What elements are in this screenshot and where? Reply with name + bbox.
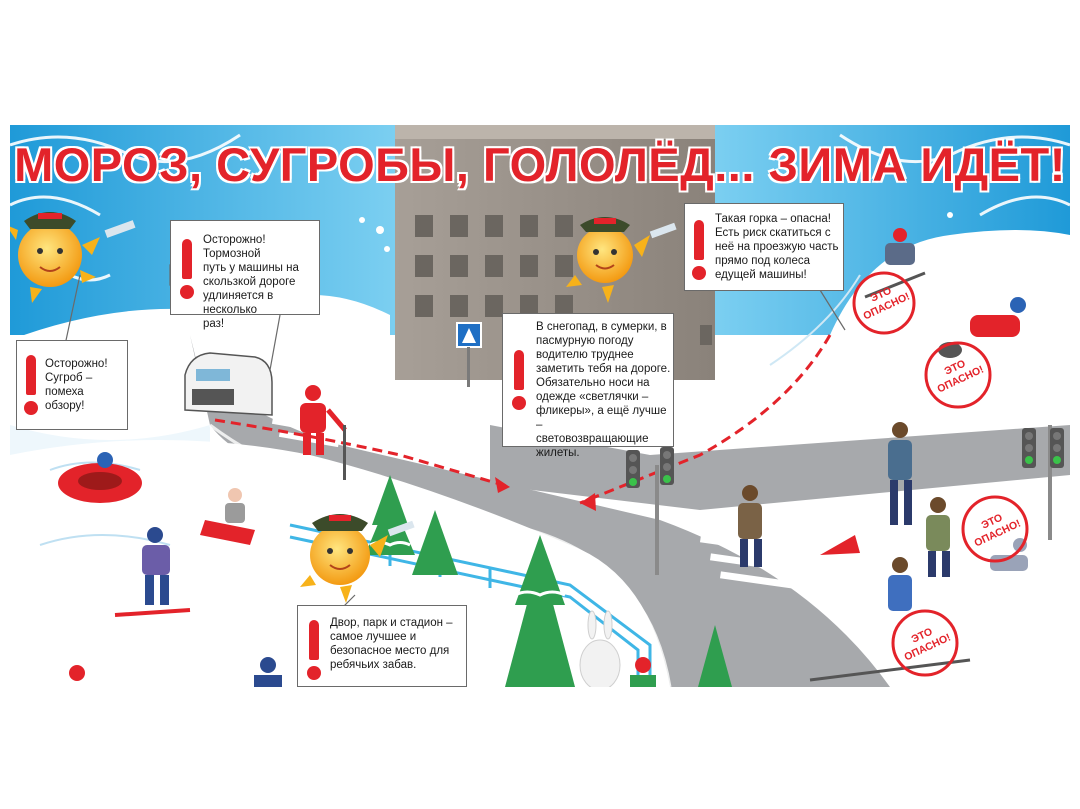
sky — [10, 125, 1070, 335]
callout-line: жилеты. — [536, 447, 580, 459]
danger-stamp-ring — [852, 271, 1029, 677]
callout-snowdrift: Осторожно! Сугроб – помеха обзору! — [16, 340, 128, 430]
callout-reflectors: В снегопад, в сумерки, в пасмурную погод… — [502, 313, 674, 459]
callout-line: прямо под колеса — [715, 255, 811, 267]
callout-line: Осторожно! — [45, 358, 108, 370]
callout-line: обзору! — [45, 400, 85, 412]
callout-line: заметить тебя на дороге. — [536, 363, 671, 375]
child-pedestrian — [300, 385, 347, 480]
callout-line: Двор, парк и стадион – — [330, 617, 453, 629]
fir-tree — [365, 475, 732, 687]
snowboarder — [114, 527, 191, 617]
callout-line: безопасное место для — [330, 645, 450, 657]
callout-dangerous-slope: Такая горка – опасна! Есть риск скатитьс… — [684, 203, 844, 291]
callout-line: водителю труднее — [536, 349, 634, 361]
callout-line: фликеры», а ещё лучше – — [536, 405, 667, 431]
callout-line: Такая горка – опасна! — [715, 213, 831, 225]
pedestrians-crossing — [738, 422, 1028, 682]
child-on-sled — [938, 297, 1026, 358]
callout-line: одежде «светлячки – — [536, 391, 649, 403]
sledging-children — [200, 488, 255, 545]
callout-line: Есть риск скатиться с — [715, 227, 831, 239]
crosswalk-sign-icon — [456, 322, 482, 387]
callout-line: раз! — [203, 318, 225, 330]
callout-safe-places: Двор, парк и стадион – самое лучшее и бе… — [297, 605, 467, 687]
sun-police-mascot-icon — [566, 217, 677, 303]
poster-scene — [10, 125, 1070, 687]
callout-line: В снегопад, в сумерки, в — [536, 321, 667, 333]
traffic-light-icon — [626, 425, 1064, 575]
sun-police-mascot-icon — [300, 514, 415, 603]
callout-line: ребячьих забав. — [330, 659, 417, 671]
callout-line: едущей машины! — [715, 269, 807, 281]
poster-title: МОРОЗ, СУГРОБЫ, ГОЛОЛЁД... ЗИМА ИДЁТ! — [14, 138, 1066, 191]
callout-line: световозвращающие — [536, 433, 649, 445]
callout-line: удлиняется в несколько — [203, 290, 274, 316]
bottom-characters — [69, 610, 656, 687]
callout-line: Обязательно носи на — [536, 377, 650, 389]
arrow-icon — [495, 477, 596, 511]
crosswalk — [264, 404, 830, 594]
snow-tube-rider — [58, 452, 142, 503]
callout-line: пасмурную погоду — [536, 335, 634, 347]
callout-braking-distance: Осторожно! Тормозной путь у машины на ск… — [170, 220, 320, 330]
callout-line: скользкой дороге — [203, 276, 296, 288]
skier-on-hill — [864, 228, 926, 299]
callout-line: Осторожно! Тормозной — [203, 234, 266, 260]
callout-line: путь у машины на — [203, 262, 299, 274]
car — [184, 352, 273, 416]
danger-path — [214, 334, 832, 505]
callout-line: неё на проезжую часть — [715, 241, 839, 253]
winter-safety-poster: МОРОЗ, СУГРОБЫ, ГОЛОЛЁД... ЗИМА ИДЁТ! Ос… — [10, 125, 1070, 687]
callout-line: Сугроб – помеха — [45, 372, 93, 398]
sun-police-mascot-icon — [10, 212, 136, 303]
callout-line: самое лучшее и — [330, 631, 417, 643]
